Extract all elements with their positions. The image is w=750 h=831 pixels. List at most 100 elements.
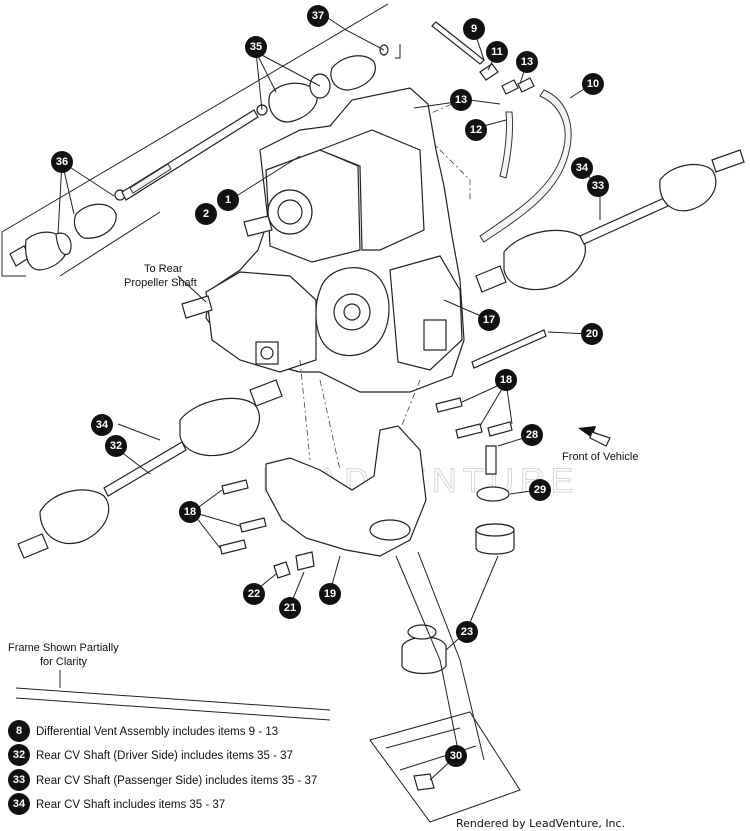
bolt-28 <box>485 445 497 475</box>
callout-21[interactable]: 21 <box>279 597 301 619</box>
callout-10[interactable]: 10 <box>582 73 604 95</box>
callout-22[interactable]: 22 <box>243 583 265 605</box>
svg-text:33: 33 <box>592 180 604 192</box>
drain-plug-round <box>260 346 274 360</box>
callout-19[interactable]: 19 <box>319 583 341 605</box>
callout-12[interactable]: 12 <box>465 119 487 141</box>
svg-text:34: 34 <box>13 798 26 810</box>
callout-35[interactable]: 35 <box>245 36 267 58</box>
svg-text:19: 19 <box>324 588 336 600</box>
washer-29 <box>476 486 510 502</box>
svg-text:28: 28 <box>526 429 538 441</box>
cv-boot-36 <box>73 203 117 239</box>
callout-20[interactable]: 20 <box>581 323 603 345</box>
svg-text:23: 23 <box>461 626 473 638</box>
callout-28[interactable]: 28 <box>521 424 543 446</box>
svg-text:Differential Vent Assembly inc: Differential Vent Assembly includes item… <box>36 726 278 738</box>
bolt-18e <box>239 517 267 533</box>
front-arrow-tail-icon <box>589 431 611 447</box>
cv-shaft-exploded-group <box>1 3 401 277</box>
callout-13-right[interactable]: 13 <box>516 51 538 73</box>
svg-text:10: 10 <box>587 78 599 90</box>
callout-18-right[interactable]: 18 <box>495 369 517 391</box>
right-output-seal <box>343 303 361 321</box>
svg-text:12: 12 <box>470 124 482 136</box>
mount-dash-lines <box>299 359 421 471</box>
svg-text:17: 17 <box>483 314 495 326</box>
vent-clamp-13 <box>517 77 535 93</box>
callout-34-top[interactable]: 34 <box>571 157 593 179</box>
svg-text:Rear CV Shaft (Passenger Side): Rear CV Shaft (Passenger Side) includes … <box>36 775 317 787</box>
mount-group <box>219 329 547 675</box>
svg-text:13: 13 <box>455 94 467 106</box>
left-case <box>205 271 317 373</box>
cv-boot-outer-left <box>39 489 110 544</box>
vent-rod-9 <box>431 21 485 65</box>
callout-34-left[interactable]: 34 <box>91 414 113 436</box>
frame-group <box>15 551 521 823</box>
legend-row-34: 34 Rear CV Shaft includes items 35 - 37 <box>8 793 225 815</box>
svg-text:8: 8 <box>16 725 22 737</box>
callout-13-left[interactable]: 13 <box>450 89 472 111</box>
bolt-18a <box>435 397 463 413</box>
cv-boot-outer-right <box>659 163 717 212</box>
svg-text:20: 20 <box>586 328 598 340</box>
svg-text:21: 21 <box>284 602 296 614</box>
frame-note-line1: Frame Shown Partially <box>8 642 119 654</box>
callout-11[interactable]: 11 <box>486 41 508 63</box>
callout-18-left[interactable]: 18 <box>179 501 201 523</box>
front-of-vehicle-label: Front of Vehicle <box>562 451 638 463</box>
vent-assembly-group <box>419 21 572 243</box>
bolt-18b <box>455 423 483 439</box>
svg-text:13: 13 <box>521 56 533 68</box>
frame-bar-left <box>15 687 331 721</box>
vent-hose-10 <box>479 89 572 243</box>
frame-note-line2: for Clarity <box>40 656 88 668</box>
svg-text:29: 29 <box>534 484 546 496</box>
vent-connector <box>501 79 519 95</box>
cv-stub-left-inner <box>249 379 283 407</box>
callout-30[interactable]: 30 <box>445 745 467 767</box>
svg-text:37: 37 <box>312 10 324 22</box>
input-shaft-2 <box>243 215 273 237</box>
bolt-18c <box>487 421 513 437</box>
cv-stub-left-outer <box>17 533 49 559</box>
to-rear-label-line2: Propeller Shaft <box>124 277 197 289</box>
legend-row-33: 33 Rear CV Shaft (Passenger Side) includ… <box>8 769 317 791</box>
cv-boot-inner-left <box>179 397 261 457</box>
svg-text:34: 34 <box>576 162 589 174</box>
callout-9[interactable]: 9 <box>463 18 485 40</box>
cv-shaft-right-bar <box>579 197 669 245</box>
bolt-20 <box>471 329 547 369</box>
to-rear-label-line1: To Rear <box>144 263 183 275</box>
callout-23[interactable]: 23 <box>456 621 478 643</box>
callout-32[interactable]: 32 <box>105 435 127 457</box>
svg-text:18: 18 <box>500 374 512 386</box>
legend-row-32: 32 Rear CV Shaft (Driver Side) includes … <box>8 744 293 766</box>
cv-boot-outer-37 <box>330 55 376 91</box>
callout-2[interactable]: 2 <box>195 203 217 225</box>
gear-cover <box>318 129 425 251</box>
callout-1[interactable]: 1 <box>217 189 239 211</box>
svg-text:1: 1 <box>225 194 231 206</box>
nut-30 <box>413 773 435 791</box>
cv-boot-inner-right <box>503 229 586 291</box>
mount-socket <box>369 519 411 541</box>
frame-upright <box>395 551 485 761</box>
callout-36[interactable]: 36 <box>51 151 73 173</box>
nut-22 <box>273 561 291 579</box>
callout-33[interactable]: 33 <box>587 175 609 197</box>
transaxle-group <box>181 87 465 393</box>
callout-29[interactable]: 29 <box>529 479 551 501</box>
callout-17[interactable]: 17 <box>478 309 500 331</box>
vent-hose-12 <box>499 111 514 179</box>
rear-propeller-stub <box>181 295 213 319</box>
cv-stub-right-outer <box>711 149 745 173</box>
callout-37[interactable]: 37 <box>307 5 329 27</box>
exploded-box-outline <box>1 3 401 277</box>
lower-mount-cap <box>407 624 437 640</box>
cv-boot-35 <box>268 82 318 123</box>
cv-shaft-driver-group <box>17 379 283 559</box>
cv-shaft-passenger-group <box>475 149 745 293</box>
